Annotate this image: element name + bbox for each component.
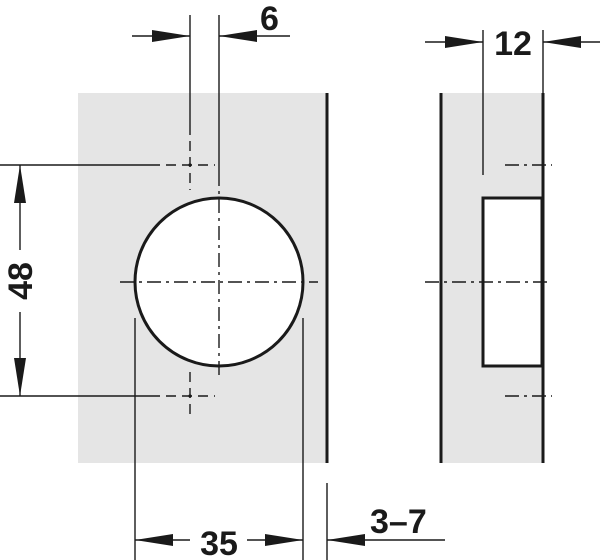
dimension-label-48: 48 bbox=[2, 262, 40, 300]
arrow-left-icon bbox=[219, 30, 257, 42]
screw-hole-top bbox=[150, 125, 215, 190]
side-view bbox=[425, 93, 552, 463]
screw-hole-bottom bbox=[150, 372, 215, 420]
arrow-left-icon bbox=[135, 534, 173, 546]
dimension-label-12: 12 bbox=[494, 25, 532, 63]
dimension-48: 48 bbox=[0, 164, 150, 397]
arrow-right-icon bbox=[152, 30, 190, 42]
arrow-right-icon bbox=[265, 534, 303, 546]
dimension-label-3-7: 3–7 bbox=[370, 503, 427, 541]
dimension-12: 12 bbox=[425, 25, 600, 175]
dimension-3-7: 3–7 bbox=[326, 483, 445, 560]
dimension-6: 6 bbox=[132, 0, 290, 172]
dimension-label-6: 6 bbox=[260, 0, 279, 38]
arrow-up-icon bbox=[14, 165, 26, 203]
arrow-right-icon bbox=[445, 36, 483, 48]
dimension-label-35: 35 bbox=[200, 525, 238, 560]
arrow-left-icon bbox=[543, 36, 581, 48]
front-view bbox=[78, 93, 329, 463]
arrow-down-icon bbox=[14, 358, 26, 396]
arrow-left-icon bbox=[327, 534, 365, 546]
dimension-35: 35 bbox=[134, 318, 304, 560]
